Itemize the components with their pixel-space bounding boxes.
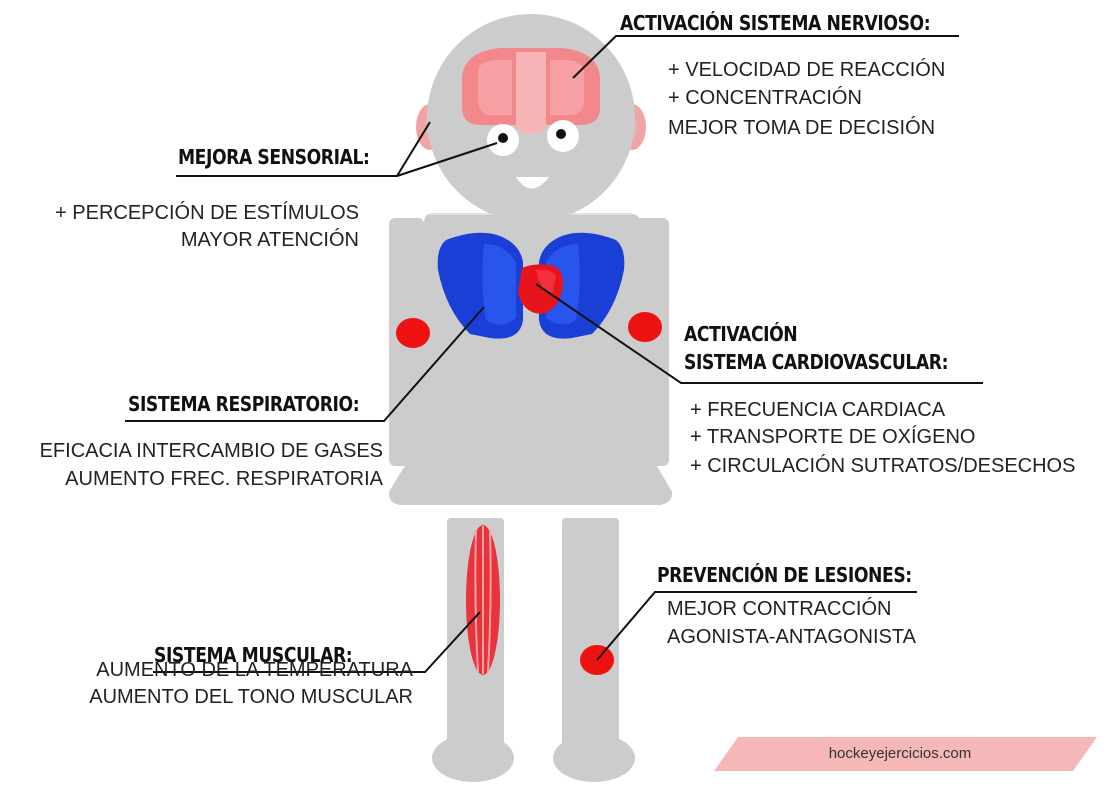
sensorial-line-2: MAYOR ATENCIÓN xyxy=(181,229,359,252)
brain-right-lobe xyxy=(550,60,584,115)
sensorial-line-1: + PERCEPCIÓN DE ESTÍMULOS xyxy=(55,202,359,225)
right-elbow-joint xyxy=(628,312,662,342)
cardiovascular-line-1: + FRECUENCIA CARDIACA xyxy=(690,399,945,422)
respiratorio-line-2: AUMENTO FREC. RESPIRATORIA xyxy=(65,468,383,491)
left-elbow-joint xyxy=(396,318,430,348)
brain-left-lobe xyxy=(478,60,512,115)
lesiones-line-1: MEJOR CONTRACCIÓN xyxy=(667,598,891,621)
muscular-line-1: AUMENTO DE LA TEMPERATURA xyxy=(96,659,413,682)
nervioso-line-3: MEJOR TOMA DE DECISIÓN xyxy=(668,117,935,140)
sensorial-title: MEJORA SENSORIAL: xyxy=(178,145,369,169)
nervioso-line-1: + VELOCIDAD DE REACCIÓN xyxy=(668,59,945,82)
right-pupil xyxy=(556,129,566,139)
left-pupil xyxy=(498,133,508,143)
lesiones-line-2: AGONISTA-ANTAGONISTA xyxy=(667,626,916,649)
respiratorio-line-1: EFICACIA INTERCAMBIO DE GASES xyxy=(40,440,383,463)
brain-center xyxy=(516,52,546,134)
cardiovascular-line-3: + CIRCULACIÓN SUTRATOS/DESECHOS xyxy=(690,455,1075,478)
nervioso-title: ACTIVACIÓN SISTEMA NERVIOSO: xyxy=(620,11,930,35)
left-lung-shade xyxy=(482,244,516,325)
cardiovascular-title-line-1: ACTIVACIÓN xyxy=(684,322,797,346)
cardiovascular-title-line-2: SISTEMA CARDIOVASCULAR: xyxy=(684,350,948,374)
respiratorio-title: SISTEMA RESPIRATORIO: xyxy=(128,392,359,416)
muscular-line-2: AUMENTO DEL TONO MUSCULAR xyxy=(89,686,413,709)
nervioso-line-2: + CONCENTRACIÓN xyxy=(668,87,862,110)
right-leg xyxy=(562,518,619,750)
cardiovascular-line-2: + TRANSPORTE DE OXÍGENO xyxy=(690,426,975,449)
torso xyxy=(389,214,672,505)
lesiones-title: PREVENCIÓN DE LESIONES: xyxy=(657,563,912,587)
watermark-text: hockeyejercicios.com xyxy=(730,738,1070,770)
